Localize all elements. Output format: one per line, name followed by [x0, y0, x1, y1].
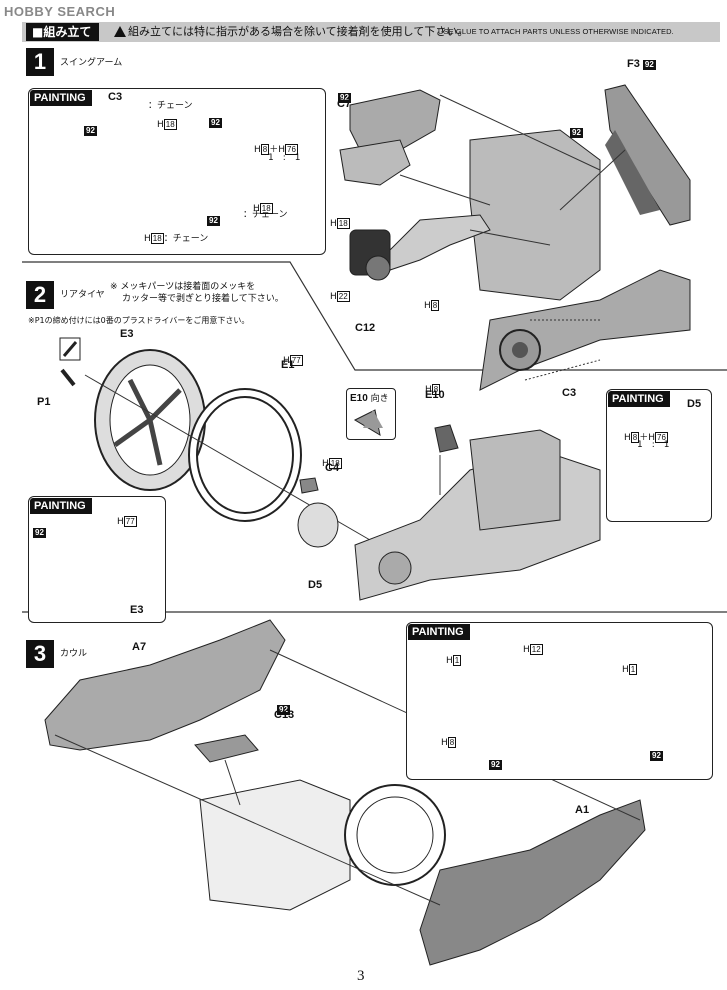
- step1-paint-box: [28, 88, 326, 255]
- header-warning: 組み立てには特に指示がある場合を除いて接着剤を使用して下さい。: [128, 25, 469, 38]
- rear-wheel-illustration: [59, 337, 601, 601]
- e10-label: E10: [425, 389, 445, 401]
- c4-label: C4: [325, 462, 340, 474]
- step-2-number: 2: [26, 281, 54, 309]
- c3-label: C3: [108, 91, 123, 103]
- cowl-color-92-bottom: 92: [489, 760, 502, 770]
- d5-label: D5: [308, 579, 323, 591]
- c13-label: C13: [274, 709, 295, 721]
- e10-dir-label: E10 向き: [350, 393, 389, 404]
- paint-tag: PAINTING: [30, 90, 92, 106]
- warning-icon: [114, 26, 126, 37]
- header-bar: [22, 22, 720, 42]
- color-92-left: 92: [84, 126, 97, 136]
- e3-label: E3: [120, 328, 134, 340]
- d5-mix-ratio: 1 : 1: [637, 440, 670, 450]
- watermark-logo: HOBBY SEARCH: [4, 4, 116, 19]
- header-title: ■組み立て: [26, 23, 100, 41]
- plating-note-1: ※ メッキパーツは接着面のメッキを: [110, 282, 256, 292]
- cowl-assembly-illustration: [44, 619, 646, 966]
- paint-tag-d5: PAINTING: [608, 391, 670, 407]
- chain-label-top: ：チェーン: [148, 101, 193, 111]
- d5-paint-box: [606, 389, 712, 522]
- screwdriver-note: ※P1の締め付けには0番のプラスドライバーをご用意下さい。: [28, 316, 250, 325]
- wheel-paint-box: [28, 496, 166, 623]
- c13-color: 92: [277, 705, 290, 715]
- step-2-label: リアタイヤ: [60, 290, 105, 300]
- step-3-label: カウル: [60, 649, 88, 659]
- step-3-number: 3: [26, 640, 54, 668]
- c7-color: 92: [338, 93, 351, 103]
- wheel-part-label: E3: [130, 604, 144, 616]
- header-warning-en: USE GLUE TO ATTACH PARTS UNLESS OTHERWIS…: [438, 27, 674, 36]
- wheel-color-92: 92: [33, 528, 46, 538]
- a7-label: A7: [132, 641, 147, 653]
- c12-label: C12: [355, 322, 376, 334]
- step-1-label: スイングアーム: [60, 58, 123, 68]
- a1-label: A1: [575, 804, 590, 816]
- swingarm-assembly-illustration: [339, 84, 691, 391]
- d5-paint-label: D5: [687, 398, 702, 410]
- step-1-number: 1: [26, 48, 54, 76]
- e1-label: E1: [281, 359, 295, 371]
- paint-tag-cowl: PAINTING: [408, 624, 470, 640]
- chain-label-right: ：チェーン: [243, 210, 288, 220]
- mix-ratio: 1 : 1: [268, 153, 301, 163]
- e10-direction-box: [346, 388, 396, 440]
- e10-direction-icon: [363, 410, 383, 428]
- color-92-top: 92: [209, 118, 222, 128]
- f3-label: F3 92: [627, 58, 656, 70]
- plating-note-2: カッター等で剥ぎとり接着して下さい。: [122, 294, 284, 304]
- cowl-color-92-right: 92: [650, 751, 663, 761]
- frame-color: 92: [570, 128, 583, 138]
- page-number: 3: [357, 968, 365, 984]
- paint-tag-wheel: PAINTING: [30, 498, 92, 514]
- p1-label: P1: [37, 396, 51, 408]
- c7-label: C7: [337, 98, 352, 110]
- c3-part-label: C3: [562, 387, 577, 399]
- cowl-paint-box: [406, 622, 713, 780]
- color-92-bottom: 92: [207, 216, 220, 226]
